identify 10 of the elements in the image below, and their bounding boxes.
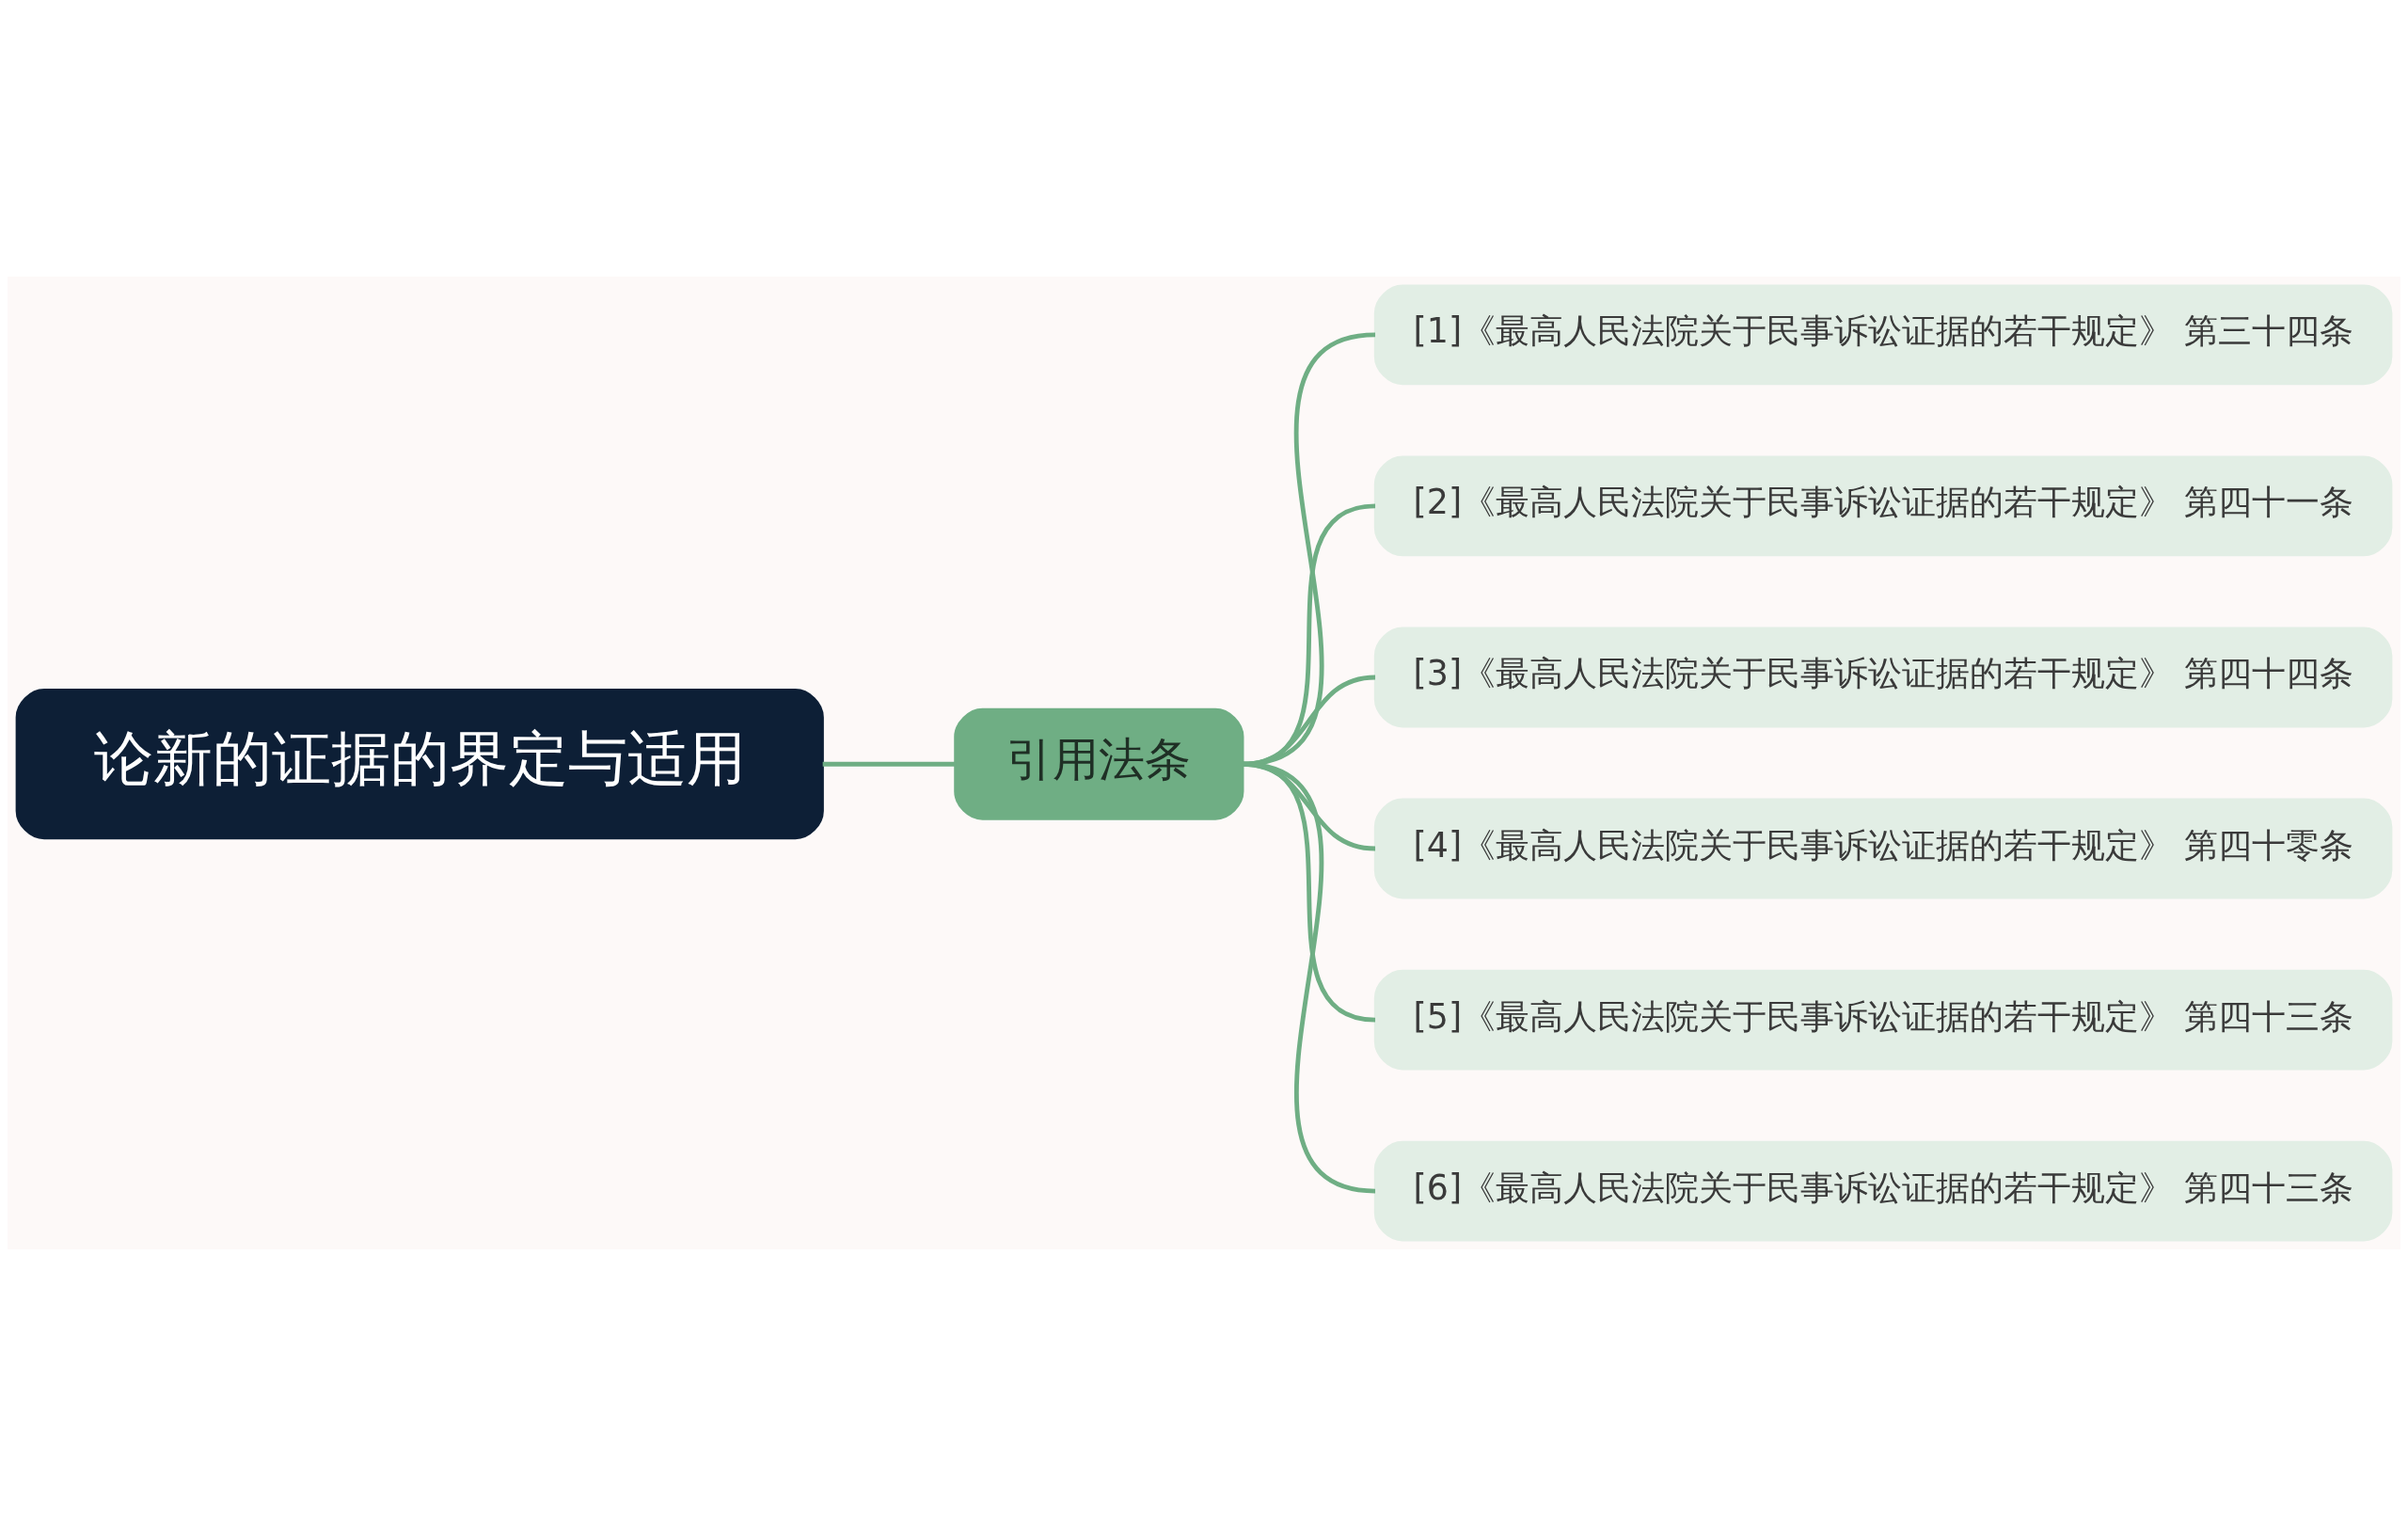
connector (1242, 761, 1376, 1193)
node-box: [3]《最高人民法院关于民事诉讼证据的若干规定》 第四十四条 (1373, 627, 2393, 727)
node-box: 引用法条 (954, 707, 1244, 820)
node-box: [5]《最高人民法院关于民事诉讼证据的若干规定》 第四十三条 (1373, 969, 2393, 1070)
node-box: [4]《最高人民法院关于民事诉讼证据的若干规定》 第四十零条 (1373, 798, 2393, 898)
node-box: [6]《最高人民法院关于民事诉讼证据的若干规定》 第四十三条 (1373, 1140, 2393, 1241)
node-box: 论新的证据的界定与适用 (15, 688, 824, 839)
node-box: [2]《最高人民法院关于民事诉讼证据的若干规定》 第四十一条 (1373, 455, 2393, 556)
node-box: [1]《最高人民法院关于民事诉讼证据的若干规定》 第三十四条 (1373, 284, 2393, 385)
connector (822, 761, 956, 767)
